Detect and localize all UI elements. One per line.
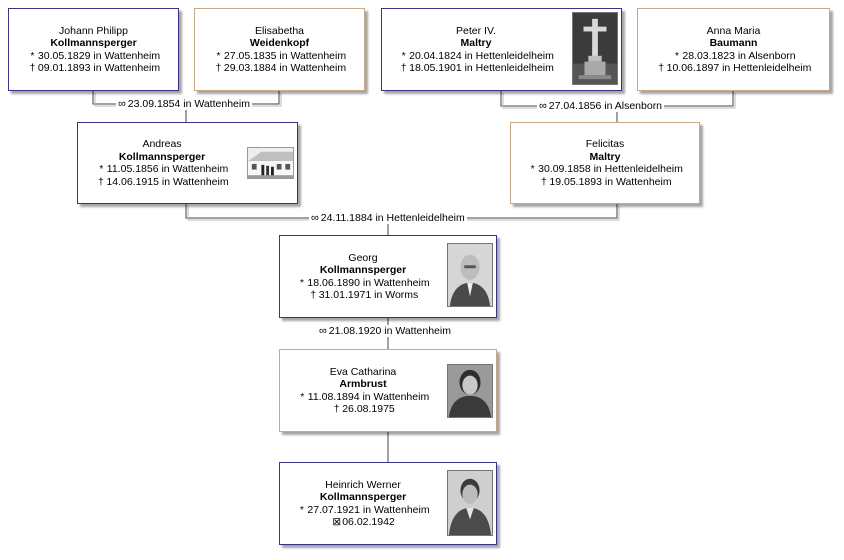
- house-photo[interactable]: [247, 147, 294, 179]
- death-icon: †: [540, 175, 547, 188]
- marriage-label: ∞ 27.04.1856 in Alsenborn: [537, 100, 665, 112]
- birth-date: 27.07.1921 in Wattenheim: [307, 503, 430, 516]
- surname: Weidenkopf: [249, 37, 310, 49]
- birth-icon: *: [300, 390, 305, 403]
- death-date: 26.08.1975: [342, 403, 395, 415]
- given-name: Heinrich Werner: [325, 478, 401, 491]
- birth-date: 28.03.1823 in Alsenborn: [682, 49, 796, 62]
- portrait-photo[interactable]: [447, 470, 493, 536]
- death-date: 10.06.1897 in Hettenleidelheim: [666, 62, 812, 74]
- marriage-icon: ∞: [118, 98, 126, 110]
- death-date: 19.05.1893 in Wattenheim: [549, 175, 672, 188]
- death-icon: †: [400, 62, 407, 74]
- death-icon: †: [333, 403, 340, 415]
- birth-date: 30.09.1858 in Hettenleidelheim: [538, 163, 683, 175]
- given-name: Anna Maria: [706, 24, 761, 37]
- person-card-peter[interactable]: Peter IV. Maltry *20.04.1824 in Hettenle…: [381, 8, 622, 91]
- person-card-eva-catharina[interactable]: Eva Catharina Armbrust *11.08.1894 in Wa…: [279, 349, 497, 432]
- given-name: Peter IV.: [456, 24, 496, 37]
- birth-event: *28.03.1823 in Alsenborn: [671, 49, 796, 63]
- fallen-date: 06.02.1942: [342, 516, 395, 528]
- birth-event: *30.05.1829 in Wattenheim: [27, 50, 160, 63]
- birth-event: *18.06.1890 in Wattenheim: [296, 276, 430, 290]
- surname: Kollmannsperger: [319, 264, 407, 276]
- person-card-felicitas[interactable]: Felicitas Maltry *30.09.1858 in Hettenle…: [510, 122, 700, 204]
- death-event: †31.01.1971 in Worms: [308, 289, 419, 302]
- birth-icon: *: [299, 503, 304, 516]
- gravestone-cross-photo[interactable]: [572, 12, 618, 85]
- surname: Armbrust: [339, 378, 387, 390]
- death-event: †29.03.1884 in Wattenheim: [213, 62, 346, 75]
- marriage-icon: ∞: [311, 212, 319, 224]
- birth-event: *11.08.1894 in Wattenheim: [297, 391, 429, 404]
- person-card-heinrich-werner[interactable]: Heinrich Werner Kollmannsperger *27.07.1…: [279, 462, 497, 545]
- person-card-anna-maria[interactable]: Anna Maria Baumann *28.03.1823 in Alsenb…: [637, 8, 830, 91]
- surname: Kollmannsperger: [118, 150, 206, 163]
- given-name: Eva Catharina: [329, 365, 397, 378]
- surname: Kollmannsperger: [319, 491, 407, 503]
- given-name: Andreas: [142, 138, 182, 150]
- birth-date: 30.05.1829 in Wattenheim: [37, 49, 161, 62]
- person-card-andreas[interactable]: Andreas Kollmannsperger *11.05.1856 in W…: [77, 122, 298, 204]
- birth-icon: *: [216, 49, 221, 62]
- marriage-label: ∞ 21.08.1920 in Wattenheim: [317, 325, 453, 337]
- surname: Baumann: [709, 37, 758, 49]
- marriage-date: 23.09.1854 in Wattenheim: [127, 98, 250, 110]
- birth-event: *27.05.1835 in Wattenheim: [213, 50, 346, 63]
- birth-event: *20.04.1824 in Hettenleidelheim: [398, 50, 554, 63]
- birth-date: 20.04.1824 in Hettenleidelheim: [409, 49, 554, 62]
- birth-event: *11.05.1856 in Wattenheim: [96, 163, 228, 176]
- given-name: Johann Philipp: [59, 24, 128, 37]
- birth-icon: *: [530, 163, 535, 175]
- person-card-johann-philipp[interactable]: Johann Philipp Kollmannsperger *30.05.18…: [8, 8, 179, 91]
- marriage-date: 24.11.1884 in Hettenleidelheim: [320, 212, 465, 224]
- surname: Maltry: [589, 150, 621, 163]
- birth-event: *27.07.1921 in Wattenheim: [296, 503, 430, 517]
- birth-icon: *: [401, 49, 406, 62]
- marriage-icon: ∞: [539, 100, 547, 112]
- fallen-icon: ⊠: [332, 516, 342, 528]
- portrait-photo[interactable]: [447, 243, 493, 307]
- marriage-label: ∞ 24.11.1884 in Hettenleidelheim: [309, 212, 467, 224]
- death-icon: †: [215, 62, 222, 74]
- death-event: †18.05.1901 in Hettenleidelheim: [398, 62, 554, 75]
- death-date: 18.05.1901 in Hettenleidelheim: [409, 62, 554, 74]
- given-name: Felicitas: [585, 138, 625, 150]
- surname: Maltry: [460, 37, 492, 49]
- birth-icon: *: [299, 276, 304, 289]
- death-icon: †: [29, 62, 36, 74]
- marriage-date: 21.08.1920 in Wattenheim: [328, 325, 451, 337]
- given-name: Elisabetha: [254, 24, 305, 37]
- death-event: †10.06.1897 in Hettenleidelheim: [656, 62, 812, 75]
- marriage-date: 27.04.1856 in Alsenborn: [548, 100, 663, 112]
- birth-icon: *: [30, 49, 35, 62]
- death-event: †14.06.1915 in Wattenheim: [95, 175, 229, 189]
- birth-icon: *: [99, 163, 104, 175]
- person-card-elisabetha[interactable]: Elisabetha Weidenkopf *27.05.1835 in Wat…: [194, 8, 365, 91]
- death-date: 29.03.1884 in Wattenheim: [223, 62, 347, 74]
- death-event: †26.08.1975: [331, 403, 395, 416]
- portrait-photo[interactable]: [447, 364, 493, 418]
- death-event: †09.01.1893 in Wattenheim: [27, 62, 160, 75]
- death-icon: †: [658, 62, 665, 74]
- death-icon: †: [310, 289, 317, 301]
- birth-event: *30.09.1858 in Hettenleidelheim: [527, 163, 683, 176]
- death-date: 31.01.1971 in Worms: [318, 289, 419, 301]
- death-event: †19.05.1893 in Wattenheim: [538, 175, 672, 189]
- birth-icon: *: [674, 49, 679, 62]
- death-date: 09.01.1893 in Wattenheim: [37, 62, 161, 74]
- death-icon: †: [97, 175, 104, 188]
- birth-date: 18.06.1890 in Wattenheim: [307, 276, 430, 289]
- person-card-georg[interactable]: Georg Kollmannsperger *18.06.1890 in Wat…: [279, 235, 497, 318]
- death-date: 14.06.1915 in Wattenheim: [106, 175, 229, 188]
- birth-date: 11.05.1856 in Wattenheim: [106, 163, 229, 175]
- marriage-icon: ∞: [319, 325, 327, 337]
- birth-date: 11.08.1894 in Wattenheim: [307, 390, 430, 403]
- fallen-event: ⊠06.02.1942: [331, 516, 395, 529]
- marriage-label: ∞ 23.09.1854 in Wattenheim: [116, 98, 252, 110]
- birth-date: 27.05.1835 in Wattenheim: [223, 49, 347, 62]
- surname: Kollmannsperger: [50, 37, 137, 49]
- given-name: Georg: [348, 251, 378, 264]
